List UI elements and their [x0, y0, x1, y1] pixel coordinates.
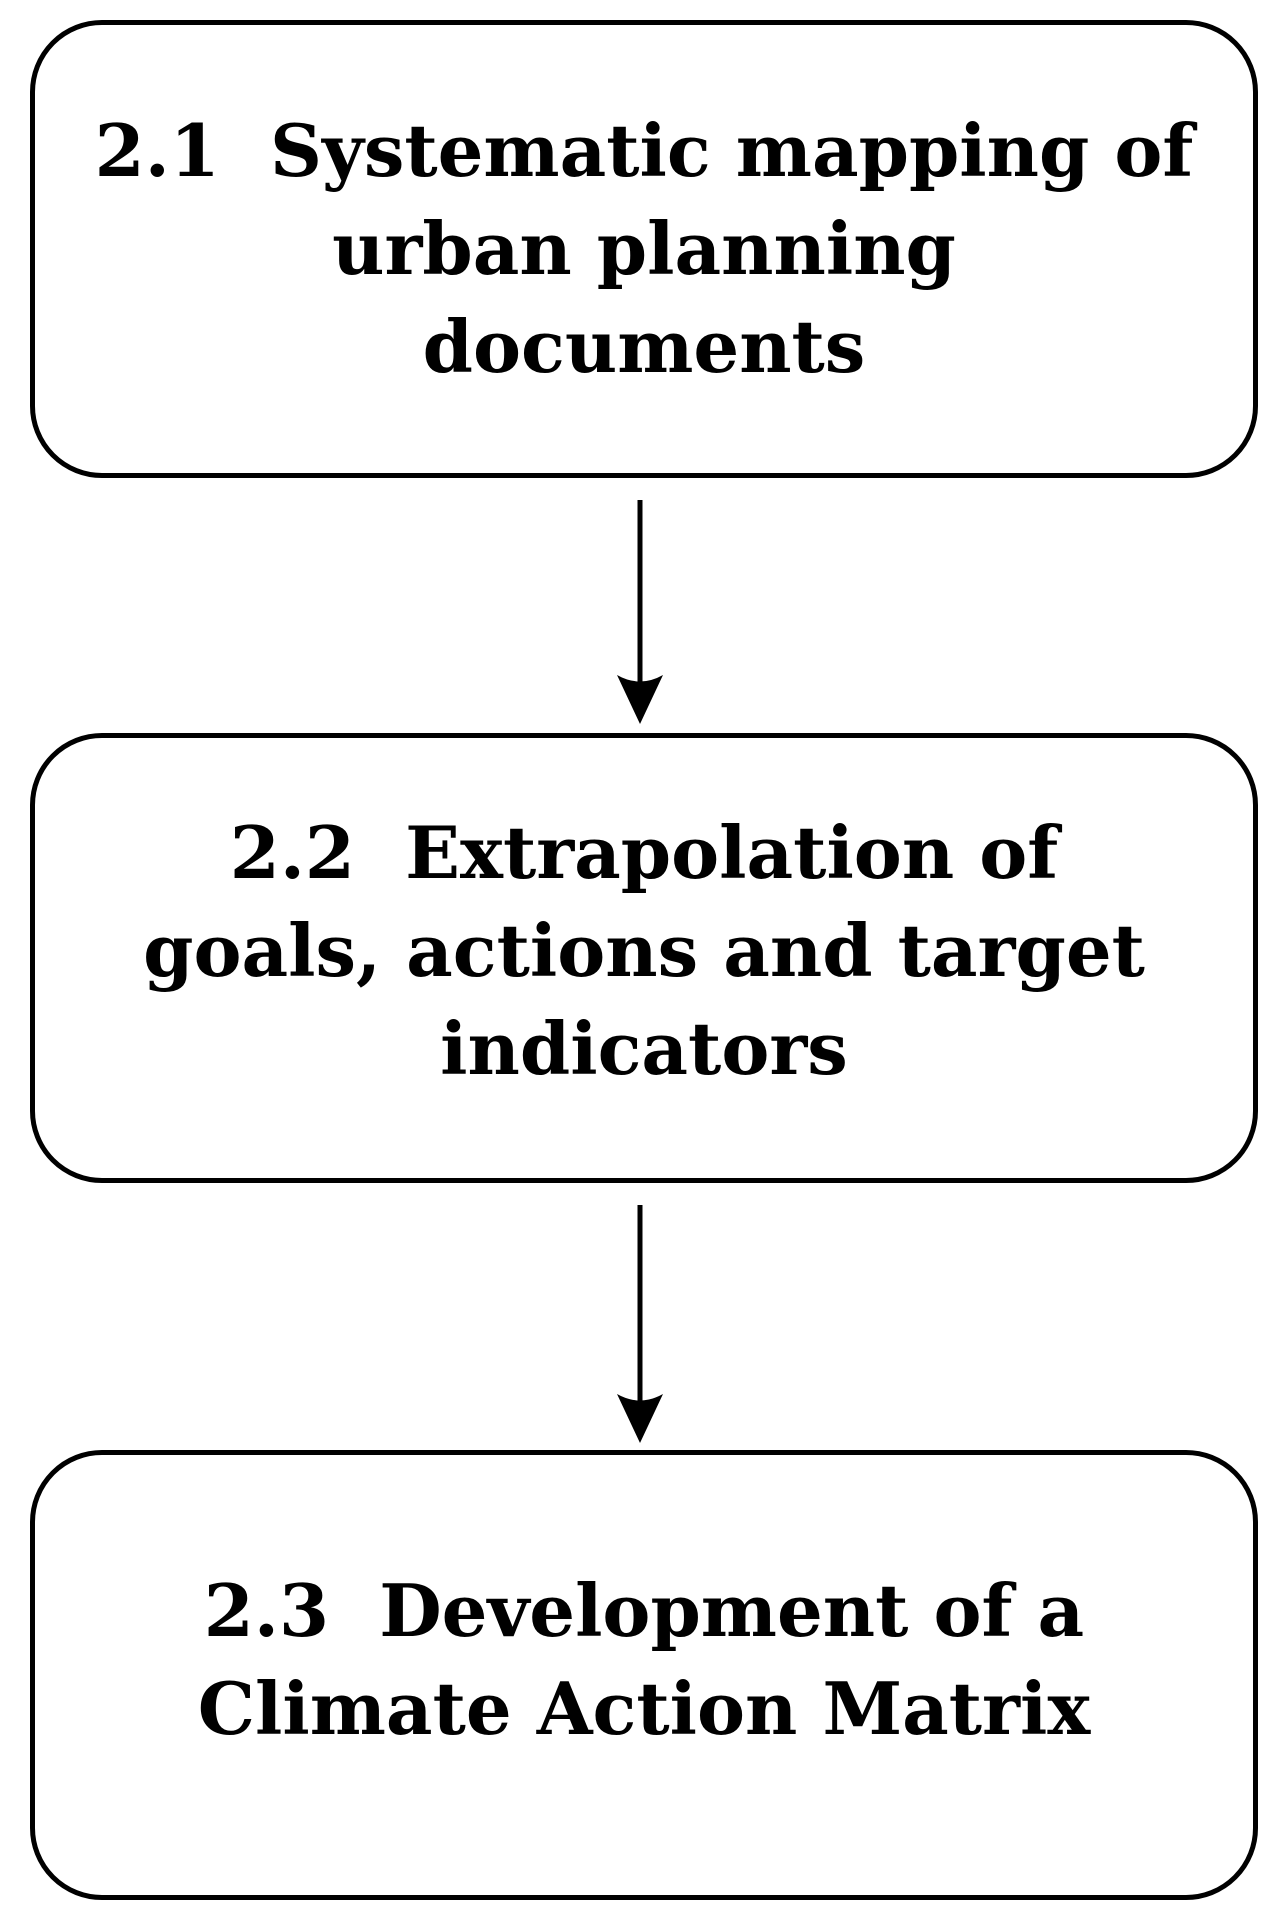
flow-step-2-3-line-1: 2.3 Development of a — [203, 1568, 1085, 1653]
flow-step-2-2-line-2: goals, actions and target — [143, 908, 1145, 993]
arrow-down-connector-2 — [617, 1205, 663, 1443]
flow-step-2-1-line-3: documents — [422, 304, 866, 389]
flow-step-2-1-box: 2.1 Systematic mapping of urban planning… — [30, 20, 1258, 478]
flow-step-2-3-box: 2.3 Development of a Climate Action Matr… — [30, 1450, 1258, 1900]
flow-step-2-1-line-2: urban planning — [332, 206, 956, 291]
flow-step-2-2-line-1: 2.2 Extrapolation of — [229, 810, 1059, 895]
arrow-down-connector-1 — [617, 500, 663, 724]
flow-step-2-1-line-1: 2.1 Systematic mapping of — [94, 108, 1194, 193]
flow-step-2-2-box: 2.2 Extrapolation of goals, actions and … — [30, 733, 1258, 1183]
arrow-head-icon — [617, 1394, 663, 1443]
flow-step-2-3-line-2: Climate Action Matrix — [197, 1666, 1091, 1751]
arrow-head-icon — [617, 675, 663, 724]
flow-step-2-2-line-3: indicators — [440, 1006, 848, 1091]
